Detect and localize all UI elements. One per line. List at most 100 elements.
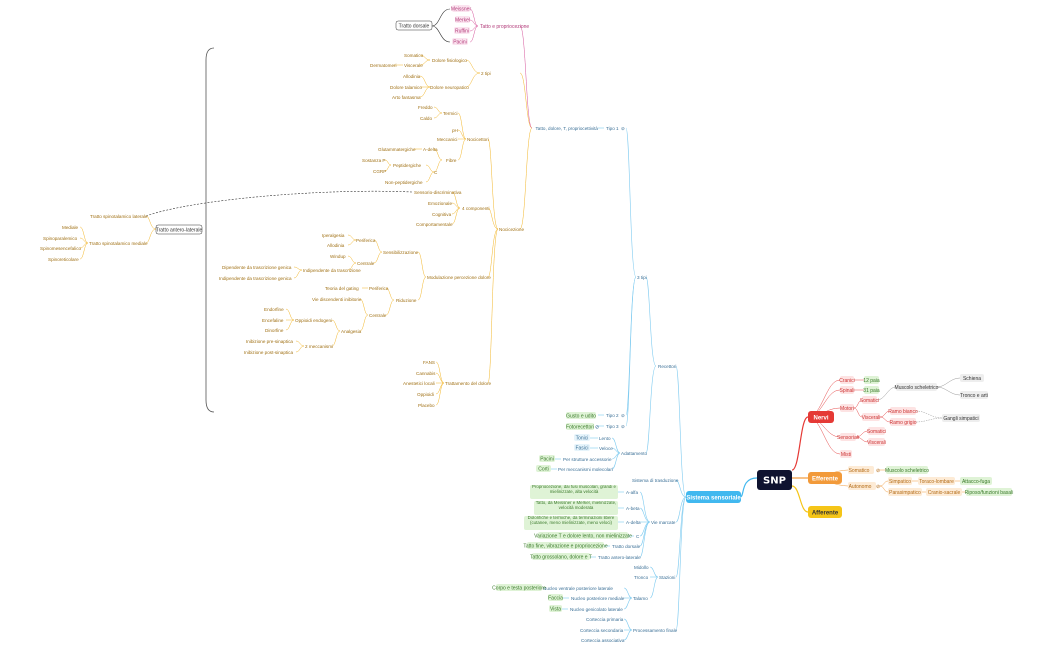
t1-pacini[interactable]: Pacini: [453, 40, 467, 46]
t1-meccanici[interactable]: Meccanici: [437, 137, 457, 142]
t1-non-peptidergiche[interactable]: Non-peptidergiche: [385, 180, 423, 185]
sens-corti-desc[interactable]: Per meccanismi molecolari: [558, 467, 613, 472]
t1-nocicezione[interactable]: Nocicezione: [499, 227, 524, 232]
t1-spinoreticolare[interactable]: Spinoreticolare: [48, 257, 79, 262]
t1-allodinia2[interactable]: Allodinia: [327, 243, 345, 248]
t1-2-meccanismi[interactable]: 2 meccanismi: [305, 344, 333, 349]
sens-pacini-desc[interactable]: Per strutture accessorie: [563, 457, 612, 462]
t1-nocicettori[interactable]: Nocicettori: [467, 137, 489, 142]
sens-a-beta[interactable]: A-beta: [626, 506, 640, 511]
nervi-sensoriali[interactable]: Sensoriali: [837, 435, 859, 441]
nervi-misti[interactable]: Misti: [841, 452, 851, 458]
t1-fibre[interactable]: Fibre: [446, 158, 457, 163]
sens-tipo1-desc[interactable]: Tatto, dolore, T, propriocettività: [536, 126, 599, 131]
root-node[interactable]: SNP: [757, 470, 792, 490]
t1-spinotalamico-lat[interactable]: Tratto spinotalamico laterale: [90, 214, 148, 219]
t1-spinomesencefalico[interactable]: Spinomesencefalico: [40, 246, 82, 251]
t1-dip-trascr[interactable]: Dipendente da trascrizione genica: [222, 265, 292, 270]
afferente-node[interactable]: Afferente: [808, 506, 842, 518]
t1-modulazione[interactable]: Modulazione percezione dolore: [427, 275, 491, 280]
sens-tipo2[interactable]: Tipo 2: [606, 413, 619, 418]
sens-nucleo-gl[interactable]: Nucleo genicolato laterale: [570, 607, 623, 612]
sens-tratto-dorsale[interactable]: Tratto dorsale: [612, 544, 641, 549]
eff-somatico[interactable]: Somatico: [849, 468, 870, 474]
sens-tipo1[interactable]: Tipo 1: [606, 126, 619, 131]
t1-c[interactable]: C: [434, 170, 438, 175]
t1-riduzione[interactable]: Riduzione: [396, 298, 417, 303]
t1-indip-trascr[interactable]: Indipendente da trascrizione: [303, 268, 361, 273]
t1-ruffini[interactable]: Ruffini: [455, 29, 469, 35]
nervi-ramo-bianco[interactable]: Ramo bianco: [888, 409, 918, 415]
t1-cannabis[interactable]: Cannabis: [416, 371, 436, 376]
nervi-node[interactable]: Nervi: [808, 411, 834, 423]
t1-analgesia[interactable]: Analgesia: [341, 329, 362, 334]
sens-midollo[interactable]: Midollo: [634, 565, 649, 570]
sens-c[interactable]: C: [636, 534, 640, 539]
t1-centrale2[interactable]: Centrale: [369, 313, 387, 318]
nervi-tronco-arti[interactable]: Tronco e arti: [960, 393, 988, 399]
t1-endorfine[interactable]: Endorfine: [264, 307, 284, 312]
eff-autonomo[interactable]: Autonomo: [849, 484, 872, 490]
nervi-gangli-simpatici[interactable]: Gangli simpatici: [943, 416, 978, 422]
t1-sensibilizzazione[interactable]: Sensibilizzazione: [383, 250, 419, 255]
sens-fasici[interactable]: Fasici: [575, 446, 588, 452]
eff-parasimpatico[interactable]: Parasimpatico: [889, 490, 921, 496]
t1-emozionale[interactable]: Emozionale: [428, 201, 452, 206]
t1-anestetici[interactable]: Anestetici locali: [403, 381, 435, 386]
sens-recettori[interactable]: Recettori: [658, 364, 676, 369]
nervi-motori-viscerali[interactable]: Viscerali: [862, 415, 881, 421]
t1-tratto-dorsale[interactable]: Tratto dorsale: [399, 24, 430, 30]
tipo3-collapse-icon[interactable]: ⊘: [621, 424, 625, 429]
t1-somatico[interactable]: Somatico: [404, 53, 424, 58]
t1-dermatomeri[interactable]: Dermatomeri: [370, 63, 397, 68]
sens-veloce[interactable]: Veloce: [599, 446, 613, 451]
efferente-node[interactable]: Efferente: [808, 472, 842, 484]
nervi-ramo-grigio[interactable]: Ramo grigio: [890, 420, 917, 426]
t1-dinorfine[interactable]: Dinorfine: [265, 328, 284, 333]
t1-inib-pre[interactable]: Inibizione pre-sinaptica: [246, 339, 293, 344]
t1-oppioidi[interactable]: Oppioidi: [417, 392, 434, 397]
t1-caldo[interactable]: Caldo: [420, 116, 432, 121]
sens-stazioni[interactable]: Stazioni: [659, 575, 675, 580]
tipo2-collapse-icon[interactable]: ⊘: [621, 413, 625, 418]
sistema-sensoriale-node[interactable]: Sistema sensoriale: [686, 491, 741, 503]
t1-2-tipi[interactable]: 2 tipi: [481, 71, 491, 76]
sens-nucleo-vpl[interactable]: Nucleo ventrale posteriore laterale: [543, 586, 613, 591]
nervi-schiena[interactable]: Schiena: [963, 376, 981, 382]
sens-nucleo-vpm[interactable]: Nucleo posteriore mediale: [571, 596, 625, 601]
eff-autonomo-collapse-icon[interactable]: ⊘: [876, 484, 880, 490]
t1-tatto-prop[interactable]: Tatto e propriocezione: [480, 24, 529, 30]
nervi-motori[interactable]: Motori: [840, 406, 854, 412]
t1-freddo[interactable]: Freddo: [418, 105, 433, 110]
t1-placebo[interactable]: Placebo: [418, 403, 435, 408]
t1-sensorio[interactable]: Sensorio-discriminativa: [414, 190, 462, 195]
t1-comportamentale[interactable]: Comportamentale: [416, 222, 453, 227]
t1-trattamento[interactable]: Trattamento del dolore: [445, 381, 491, 386]
t1-meissner[interactable]: Meissner: [451, 7, 472, 13]
sens-cortex3[interactable]: Corteccia associativa: [581, 638, 625, 643]
sens-adattamento[interactable]: Adattamento: [621, 451, 647, 456]
sens-a-alfa[interactable]: A-alfa: [626, 490, 638, 495]
t1-spinoparalemico[interactable]: Spinoparalemico: [43, 236, 78, 241]
sens-tipo3[interactable]: Tipo 3: [606, 424, 619, 429]
t1-glutammatergiche[interactable]: Glutammatergiche: [378, 147, 416, 152]
t1-cgrp[interactable]: CGRP: [373, 169, 386, 174]
t1-a-delta[interactable]: A-delta: [423, 147, 438, 152]
t1-cognitiva[interactable]: Cognitiva: [432, 212, 452, 217]
t1-inib-post[interactable]: Inibizione post-sinaptica: [244, 350, 293, 355]
eff-cranio-sacrale[interactable]: Cranio-sacrale: [928, 490, 961, 496]
t1-periferica2[interactable]: Periferica: [369, 286, 389, 291]
eff-simpatico[interactable]: Simpatico: [889, 479, 911, 485]
sens-tronco[interactable]: Tronco: [634, 575, 649, 580]
sens-a-delta[interactable]: A-delta: [626, 520, 641, 525]
t1-windup[interactable]: Windup: [330, 254, 346, 259]
t1-mediale[interactable]: Mediale: [62, 225, 79, 230]
t1-dolore-talamico[interactable]: Dolore talamico: [390, 85, 422, 90]
tipo1-collapse-icon[interactable]: ⊘: [621, 126, 625, 131]
t1-arto-fantasma[interactable]: Arto fantasma: [392, 95, 421, 100]
sens-3-tipi[interactable]: 3 tipi: [637, 275, 647, 280]
sens-cortex1[interactable]: Corteccia primaria: [586, 617, 624, 622]
sens-tonici[interactable]: Tonici: [576, 436, 589, 442]
t1-encefaline[interactable]: Encefaline: [262, 318, 284, 323]
t1-vie-discendenti[interactable]: Vie discendenti inibitorie: [312, 297, 362, 302]
